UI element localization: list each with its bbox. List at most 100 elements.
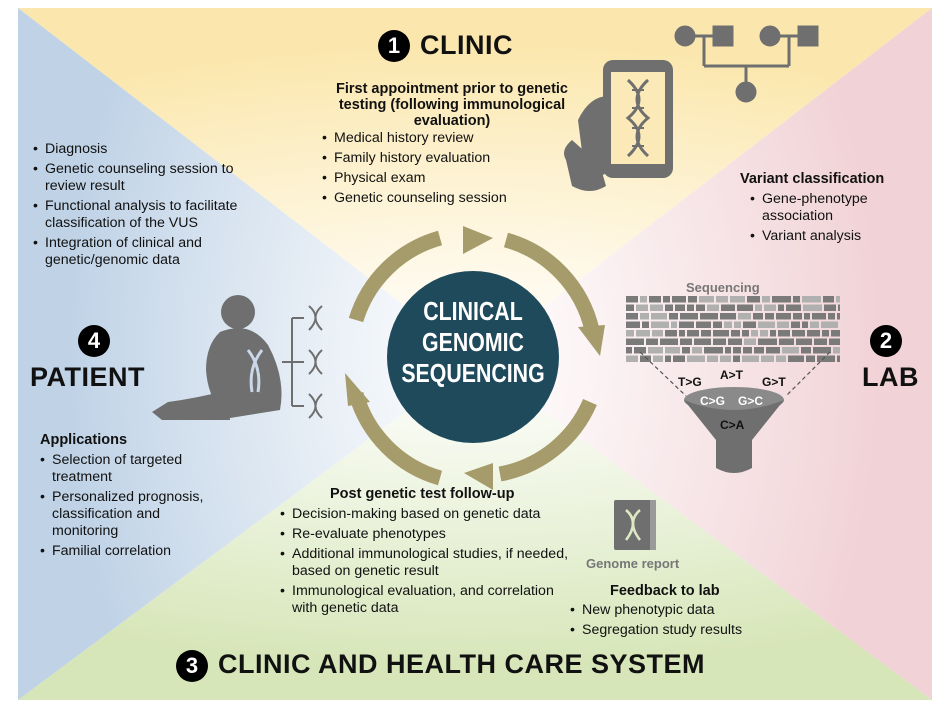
sequence-read-bar xyxy=(687,304,694,311)
sequence-read-bar xyxy=(753,313,763,320)
sequence-read-bar xyxy=(751,330,758,337)
sequence-read-bar xyxy=(734,321,741,328)
sequence-read-bar xyxy=(680,338,692,345)
sequence-read-bar xyxy=(692,347,702,354)
sequence-read-bar xyxy=(720,313,736,320)
sequence-read-bar xyxy=(626,338,644,345)
sequence-read-bar xyxy=(671,321,677,328)
sequence-read-bar xyxy=(682,347,690,354)
patient-list-item: Functional analysis to facilitate classi… xyxy=(33,198,253,232)
system-heading: Post genetic test follow-up xyxy=(330,486,515,502)
sequence-read-bar xyxy=(687,330,699,337)
sequence-read-bar xyxy=(673,355,685,362)
sequence-read-bar xyxy=(776,313,791,320)
sequence-read-bar xyxy=(743,321,756,328)
sequence-read-bar xyxy=(793,296,800,303)
sequence-read-bar xyxy=(700,313,718,320)
cycle-ring-arrows xyxy=(348,230,600,486)
clinic-heading: First appointment prior to genetic testi… xyxy=(335,81,568,129)
sequencing-label: Sequencing xyxy=(686,280,760,295)
pedigree-icon xyxy=(674,25,819,103)
sequence-read-bar xyxy=(778,304,784,311)
feedback-list-item: Segregation study results xyxy=(570,622,790,639)
sequence-read-bar xyxy=(650,304,663,311)
sequence-read-bar xyxy=(738,313,751,320)
sequence-read-bar xyxy=(810,321,819,328)
dna-icon-1 xyxy=(308,305,323,331)
sequence-read-bar xyxy=(651,313,667,320)
sequence-read-bar xyxy=(675,304,685,311)
sequence-read-bar xyxy=(636,330,650,337)
lab-number-badge: 2 xyxy=(870,325,902,357)
sequence-read-bar xyxy=(777,321,789,328)
sequence-read-bar xyxy=(823,296,834,303)
sequence-read-bar xyxy=(793,313,802,320)
patient-figure-icon xyxy=(152,295,282,420)
sequence-read-bar xyxy=(640,355,651,362)
sequence-read-bar xyxy=(626,355,638,362)
sequence-read-bar xyxy=(758,321,775,328)
patient-list-item: Genetic counseling session to review res… xyxy=(33,161,253,195)
sequence-read-bar xyxy=(713,338,726,345)
sequence-read-bar xyxy=(626,321,640,328)
patient-dna-bracket xyxy=(282,317,304,407)
sequence-read-bar xyxy=(626,296,638,303)
system-title: CLINIC AND HEALTH CARE SYSTEM xyxy=(218,649,705,679)
clinic-number-badge: 1 xyxy=(378,30,410,62)
sequence-read-bar xyxy=(833,347,840,354)
sequence-read-bar xyxy=(814,338,827,345)
sequence-read-bar xyxy=(822,330,829,337)
sequence-read-bar xyxy=(733,355,740,362)
clinic-list-item: Family history evaluation xyxy=(322,150,562,167)
sequence-read-bar xyxy=(802,296,821,303)
sequence-read-bar xyxy=(779,338,794,345)
sequence-read-bar xyxy=(679,321,694,328)
center-circle xyxy=(387,271,559,443)
sequence-read-bar xyxy=(669,313,678,320)
sequence-read-bar xyxy=(725,347,731,354)
lab-list-item: Variant analysis xyxy=(750,228,910,245)
sequence-read-bar xyxy=(707,355,718,362)
sequence-read-bar xyxy=(744,338,756,345)
sequence-read-bar xyxy=(626,304,634,311)
center-title-line1: CLINICAL xyxy=(423,296,523,326)
lab-list: Gene-phenotype associationVariant analys… xyxy=(750,191,910,248)
lab-title: LAB xyxy=(862,362,919,392)
sequence-read-bar xyxy=(766,347,780,354)
mutation-label-5: G>C xyxy=(738,394,764,408)
sequence-read-bar xyxy=(824,304,836,311)
sequence-read-bar xyxy=(804,313,810,320)
sequence-read-bar xyxy=(636,304,648,311)
sequence-read-bar xyxy=(660,338,678,345)
feedback-heading: Feedback to lab xyxy=(610,583,720,599)
sequence-read-bar xyxy=(817,355,835,362)
sequence-read-bar xyxy=(699,296,714,303)
sequence-read-bar xyxy=(792,330,805,337)
sequence-read-bar xyxy=(724,321,732,328)
sequence-read-bar xyxy=(760,330,768,337)
mutation-label-6: C>A xyxy=(720,418,745,432)
funnel-icon xyxy=(684,387,784,473)
sequence-read-bar xyxy=(828,313,835,320)
sequence-read-bar xyxy=(653,355,663,362)
sequence-read-bar xyxy=(829,338,840,345)
feedback-list-item: New phenotypic data xyxy=(570,602,790,619)
center-title-line2: GENOMIC xyxy=(422,327,524,357)
sequence-read-bar xyxy=(754,347,764,354)
system-list: Decision-making based on genetic dataRe-… xyxy=(280,506,580,620)
sequence-read-bar xyxy=(761,355,774,362)
sequence-read-bar xyxy=(728,338,742,345)
patient-title: PATIENT xyxy=(30,362,145,392)
sequence-read-bar xyxy=(836,296,840,303)
system-number-badge: 3 xyxy=(176,650,208,682)
sequence-read-bar xyxy=(772,296,791,303)
mutation-label-3: G>T xyxy=(762,375,786,389)
sequence-read-bar xyxy=(796,338,812,345)
sequence-read-bar xyxy=(652,330,663,337)
sequence-read-bar xyxy=(687,355,705,362)
sequence-read-bar xyxy=(721,304,735,311)
system-list-item: Re-evaluate phenotypes xyxy=(280,526,580,543)
sequence-read-bar xyxy=(640,296,647,303)
sequence-read-bar xyxy=(806,355,815,362)
sequence-read-bar xyxy=(679,330,685,337)
